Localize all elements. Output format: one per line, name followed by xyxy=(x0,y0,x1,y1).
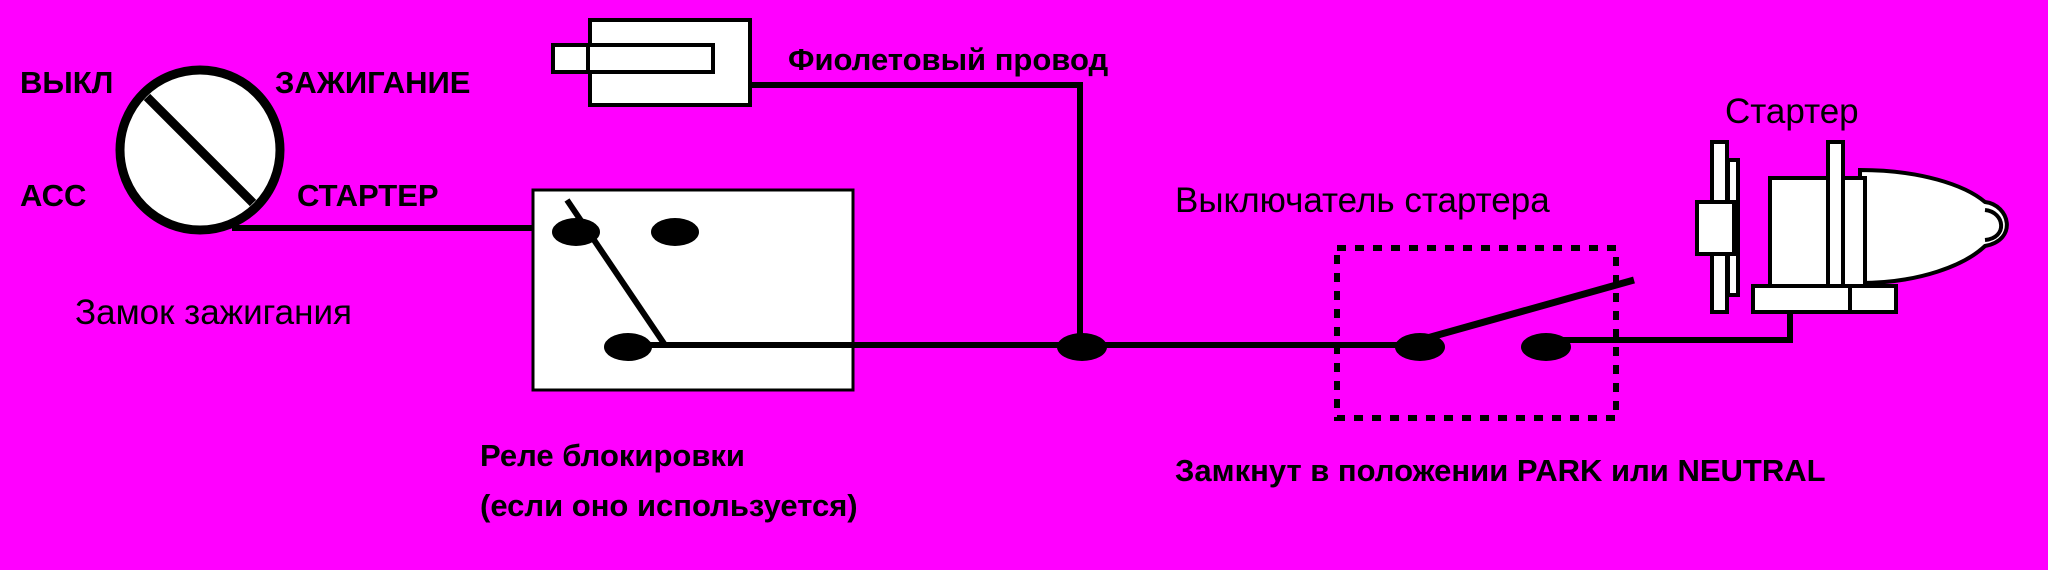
relay-arm xyxy=(564,198,668,347)
ignition-off-label: ВЫКЛ xyxy=(20,65,114,100)
ignition-switch-caption: Замок зажигания xyxy=(75,293,352,332)
starter-switch xyxy=(1334,245,1635,421)
ignition-switch xyxy=(115,65,285,235)
switch-arm xyxy=(1419,276,1635,344)
relay-contact-input xyxy=(552,218,600,246)
relay-contact-nc xyxy=(651,218,699,246)
switch-contact-right xyxy=(1521,333,1571,361)
starter-caption: Стартер xyxy=(1725,92,1859,131)
starter-tip xyxy=(1984,208,2004,242)
ignition-on-label: ЗАЖИГАНИЕ xyxy=(275,65,471,100)
starter-switch-caption: Выключатель стартера xyxy=(1175,181,1550,220)
interlock-relay xyxy=(531,188,855,392)
wire-junction xyxy=(1057,333,1107,361)
starter-switch-housing xyxy=(1334,245,1619,421)
connector-plug xyxy=(551,43,715,74)
starter-body xyxy=(1768,176,1867,293)
relay-caption-line2: (если оно используется) xyxy=(480,488,858,523)
relay-contact-output xyxy=(604,333,652,361)
wire-connector xyxy=(551,18,752,107)
relay-caption-line1: Реле блокировки xyxy=(480,438,745,473)
purple-wire-label: Фиолетовый провод xyxy=(788,42,1109,77)
starter-solenoid xyxy=(1751,284,1898,314)
ignition-start-label: СТАРТЕР xyxy=(297,178,439,213)
starter-motor xyxy=(1695,140,2009,314)
ignition-switch-slash xyxy=(143,93,257,207)
purple-wire xyxy=(750,82,1083,345)
wire-switch-to-starter xyxy=(1560,305,1793,343)
starter-pinion xyxy=(1695,200,1736,256)
starter-switch-note: Замкнут в положении PARK или NEUTRAL xyxy=(1175,453,1826,488)
ignition-acc-label: АСС xyxy=(20,178,87,213)
starter-nose xyxy=(1858,167,2009,286)
